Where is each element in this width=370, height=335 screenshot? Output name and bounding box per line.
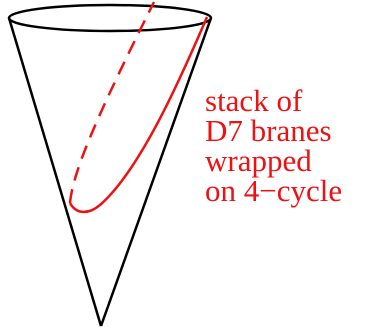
label-line-4: on 4−cycle [205,173,343,208]
cone-right-side [99,17,213,327]
label-line-1: stack of [205,83,303,118]
brane-curve-back [68,1,156,204]
cone-left-side [7,17,103,327]
label-line-2: D7 branes [205,113,332,148]
brane-curve-front [68,16,209,214]
cone-rim [7,3,213,33]
brane-label: stack of D7 branes wrapped on 4−cycle [205,83,343,208]
label-line-3: wrapped [205,143,312,178]
